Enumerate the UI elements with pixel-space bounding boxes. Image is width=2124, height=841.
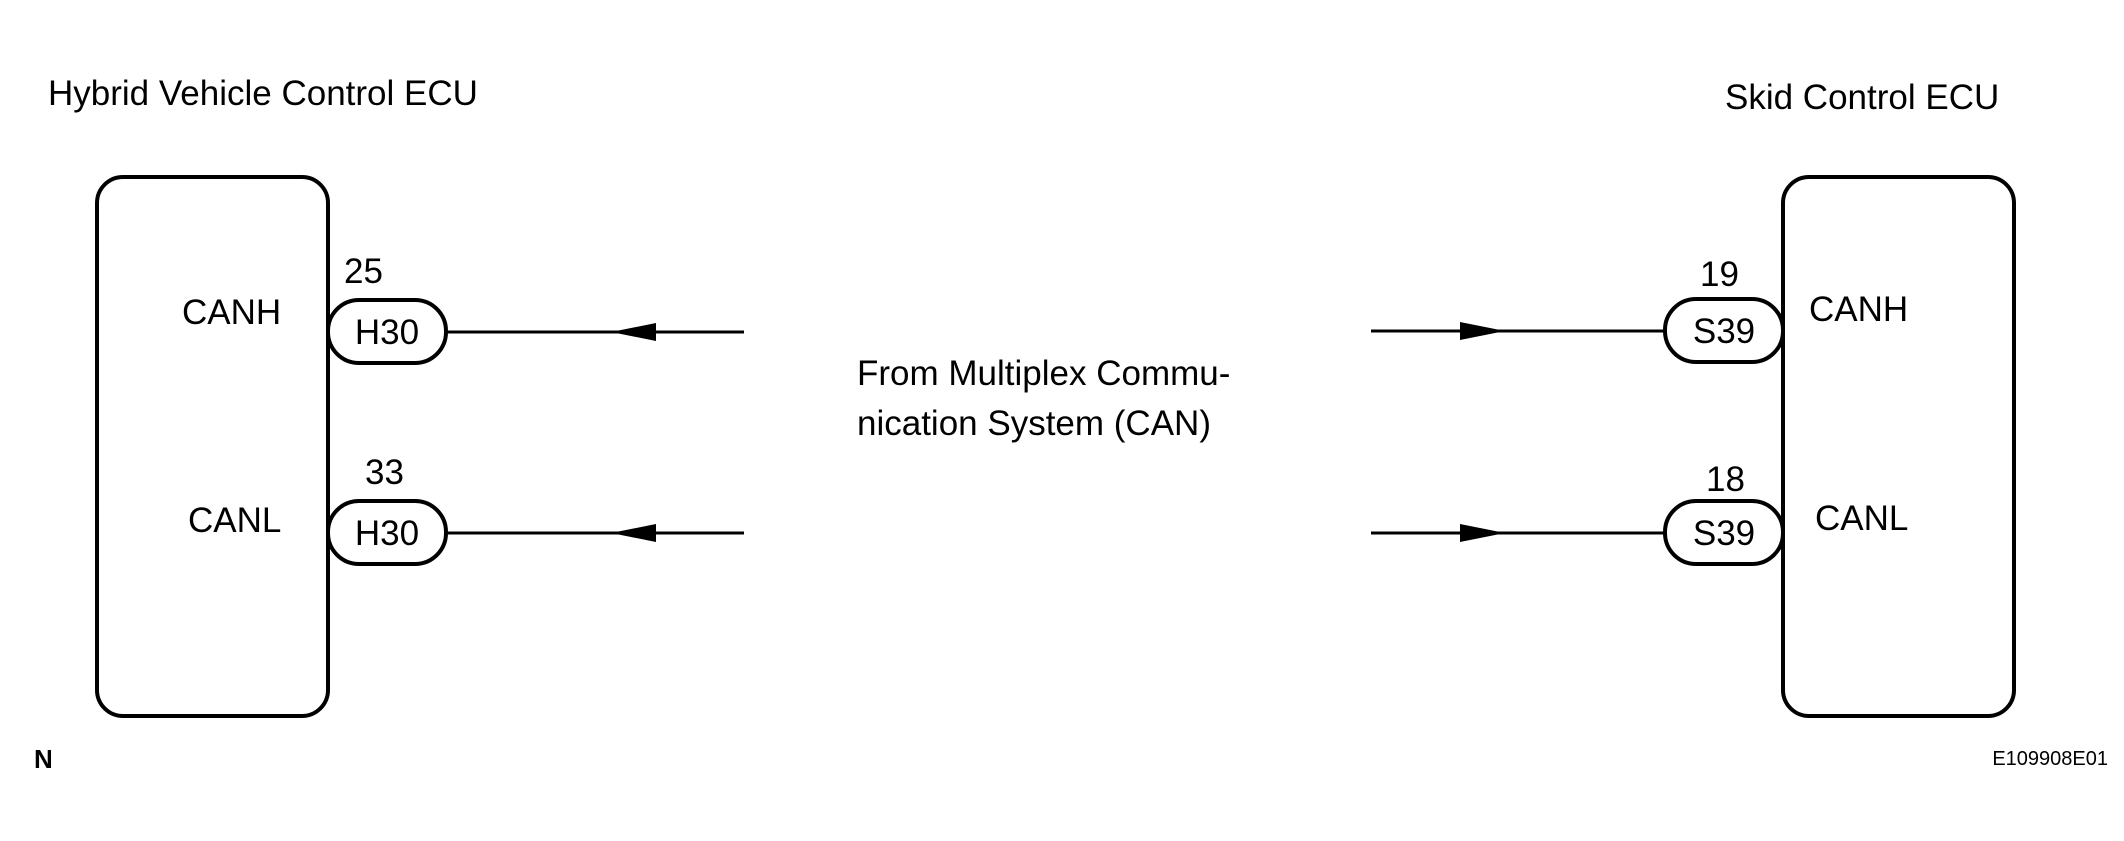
corner-mark: N <box>34 744 53 774</box>
right-canl-connector <box>1663 499 1785 566</box>
center-note-line2: nication System (CAN) <box>857 404 1211 443</box>
left-canl-pin: 33 <box>365 453 404 492</box>
left-canh-arrow-icon <box>611 323 656 341</box>
right-canh-connector <box>1663 297 1785 364</box>
left-canl-label: CANL <box>188 501 281 540</box>
right-ecu-box <box>1781 175 2016 718</box>
right-canh-pin: 19 <box>1700 255 1739 294</box>
right-ecu-title: Skid Control ECU <box>1725 78 1999 117</box>
left-ecu-title: Hybrid Vehicle Control ECU <box>48 74 478 113</box>
right-canh-label: CANH <box>1809 290 1908 329</box>
left-ecu-box <box>95 175 330 718</box>
right-canl-arrow-icon <box>1460 524 1505 542</box>
right-canl-pin: 18 <box>1706 460 1745 499</box>
left-canh-connector-id: H30 <box>355 313 419 352</box>
left-canh-pin: 25 <box>344 252 383 291</box>
right-canh-connector-id: S39 <box>1693 312 1755 351</box>
right-canh-arrow-icon <box>1460 322 1505 340</box>
left-canh-label: CANH <box>182 293 281 332</box>
left-canl-connector-id: H30 <box>355 514 419 553</box>
figure-code: E109908E01 <box>1992 748 2108 770</box>
right-canl-label: CANL <box>1815 499 1908 538</box>
right-canl-connector-id: S39 <box>1693 514 1755 553</box>
left-canl-arrow-icon <box>611 524 656 542</box>
center-note-line1: From Multiplex Commu- <box>857 354 1230 393</box>
